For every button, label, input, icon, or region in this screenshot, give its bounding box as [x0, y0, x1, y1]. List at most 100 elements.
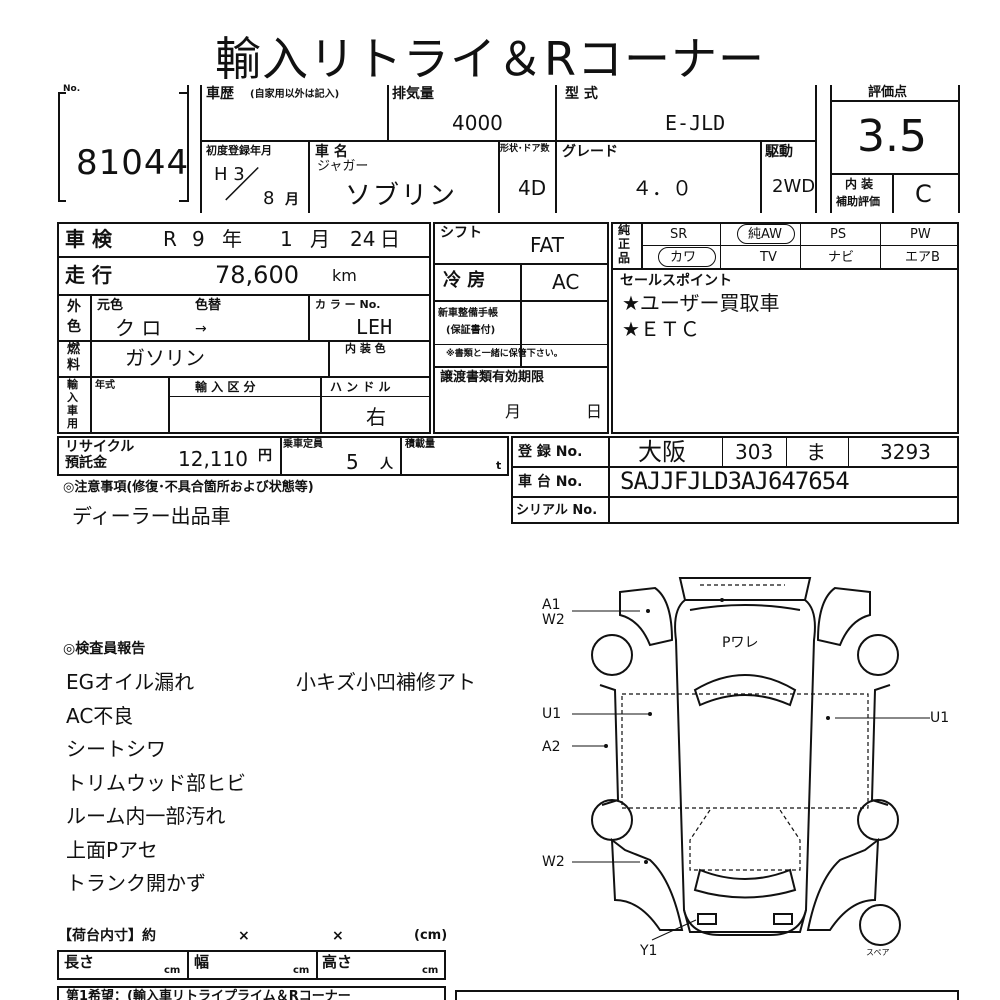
shift-label: シフト [440, 225, 482, 241]
load-label: 積載量 [405, 439, 435, 450]
recycle-label-2: 預託金 [65, 455, 107, 471]
inspector-label: ◎検査員報告 [63, 641, 146, 657]
inspection-month: 1 [280, 227, 293, 251]
fuel-value: ガソリン [125, 346, 205, 370]
color-arrow: → [195, 321, 207, 337]
drive-label: 駆動 [765, 144, 793, 160]
cargo-width-cm: cm [293, 965, 310, 976]
equipment-airbag: エアB [905, 250, 940, 265]
inspection-year-unit: 年 [222, 227, 242, 251]
page-title: 輸入リトライ＆Rコーナー [215, 32, 765, 86]
grade-value: ４．０ [632, 176, 692, 200]
registration-slash: ／ [224, 165, 261, 206]
inspection-era: R [163, 227, 177, 251]
import-side-label-2: 入 [67, 391, 78, 404]
displacement-value: 4000 [452, 111, 503, 135]
mileage-unit: km [332, 266, 357, 285]
cargo-length-label: 長さ [64, 953, 95, 971]
inspector-item: シートシワ [66, 737, 166, 761]
registration-month: 8 [263, 188, 275, 209]
diagram-label-a1: A1 [542, 597, 561, 613]
inspection-day-unit: 日 [380, 227, 400, 251]
mileage-value: 78,600 [215, 261, 299, 289]
cargo-label: 【荷台内寸】約 [58, 928, 156, 944]
registration-month-unit: 月 [285, 192, 299, 208]
equipment-navi: ナビ [828, 250, 855, 265]
equipment-side-label-2: 正 [618, 237, 631, 251]
capacity-value: 5 [346, 450, 359, 474]
car-name: ソブリン [345, 181, 458, 211]
diagram-label-roof: Pワレ [722, 635, 759, 651]
footer-text: 第1希望：(輸入車リトライプライム＆Rコーナー [66, 989, 351, 1000]
import-side-label-1: 輸 [67, 378, 78, 391]
equipment-alloy-wheels: 純AW [748, 227, 783, 242]
ac-label: 冷 房 [443, 270, 486, 291]
cargo-x2: × [332, 928, 344, 944]
equipment-pw: PW [910, 227, 931, 242]
history-label: 車歴 [206, 86, 234, 102]
serial-no-label: シリアル No. [516, 503, 598, 518]
score-label: 評価点 [868, 85, 908, 100]
diagram-label-a2: A2 [542, 739, 561, 755]
sales-point-2: ★ＥＴＣ [622, 317, 700, 341]
ac-value: AC [552, 270, 580, 294]
body-label: 形状･ドア数 [500, 144, 550, 154]
fuel-side-label-1: 燃 [67, 342, 81, 357]
manual-label-1: 新車整備手帳 [438, 308, 498, 319]
plate-number: 3293 [880, 440, 931, 464]
color-side-label-1: 外 [67, 299, 81, 315]
cargo-length-cm: cm [164, 965, 181, 976]
color-value: ク ロ [115, 316, 162, 340]
lot-number: 81044 [76, 143, 190, 183]
color-change-label: 色替 [195, 298, 222, 313]
transfer-day-unit: 日 [586, 402, 603, 421]
car-name-label: 車 名 [315, 144, 348, 160]
capacity-unit: 人 [380, 457, 394, 472]
body-value: 4D [518, 176, 547, 200]
displacement-label: 排気量 [392, 86, 434, 102]
import-side-label-4: 用 [67, 417, 78, 430]
inspector-item: 上面Pアセ [66, 838, 158, 862]
car-maker: ジャガー [317, 159, 369, 174]
inspector-item: トリムウッド部ヒビ [66, 771, 246, 795]
load-unit: t [496, 459, 502, 472]
model-value: E-JLD [665, 111, 726, 135]
equipment-ps: PS [830, 227, 847, 242]
cargo-x1: × [238, 928, 250, 944]
interior-score-value: C [915, 180, 932, 208]
equipment-awl-circle [737, 224, 795, 244]
mileage-label: 走 行 [65, 263, 112, 287]
equipment-leather-circle [658, 247, 716, 267]
inspection-month-unit: 月 [310, 227, 330, 251]
inspector-item: EGオイル漏れ [66, 670, 195, 694]
equipment-side-label-3: 品 [618, 251, 631, 265]
score-value: 3.5 [857, 111, 927, 162]
equipment-tv: TV [760, 250, 777, 265]
inspection-year: 9 [192, 227, 205, 251]
plate-class: 303 [735, 440, 774, 464]
inspection-label: 車 検 [65, 227, 112, 251]
history-note: (自家用以外は記入) [250, 89, 340, 100]
shift-value: FAT [530, 233, 565, 257]
sales-point-1: ★ユーザー買取車 [622, 291, 780, 315]
manual-note: ※書類と一緒に保管下さい。 [446, 349, 563, 359]
cargo-width-label: 幅 [194, 953, 210, 971]
color-side-label-2: 色 [67, 319, 81, 335]
cargo-height-cm: cm [422, 965, 439, 976]
recycle-label-1: リサイクル [65, 439, 135, 455]
import-year-label: 年式 [95, 380, 115, 391]
handle-value: 右 [366, 405, 386, 429]
notes-text: ディーラー出品車 [72, 504, 231, 528]
sales-points-label: セールスポイント [620, 273, 732, 289]
cargo-unit: (cm) [414, 928, 448, 943]
grade-label: グレード [562, 144, 618, 160]
transfer-label: 譲渡書類有効期限 [440, 370, 545, 385]
notes-label: ◎注意事項(修復･不具合箇所および状態等) [63, 480, 314, 495]
color-original-label: 元色 [97, 298, 124, 313]
equipment-sr: SR [670, 227, 688, 242]
reg-no-label: 登 録 No. [518, 444, 583, 460]
diagram-label-w2-top: W2 [542, 612, 565, 628]
plate-region: 大阪 [638, 438, 686, 466]
diagram-label-y1: Y1 [640, 943, 658, 959]
equipment-leather: カワ [670, 250, 697, 265]
